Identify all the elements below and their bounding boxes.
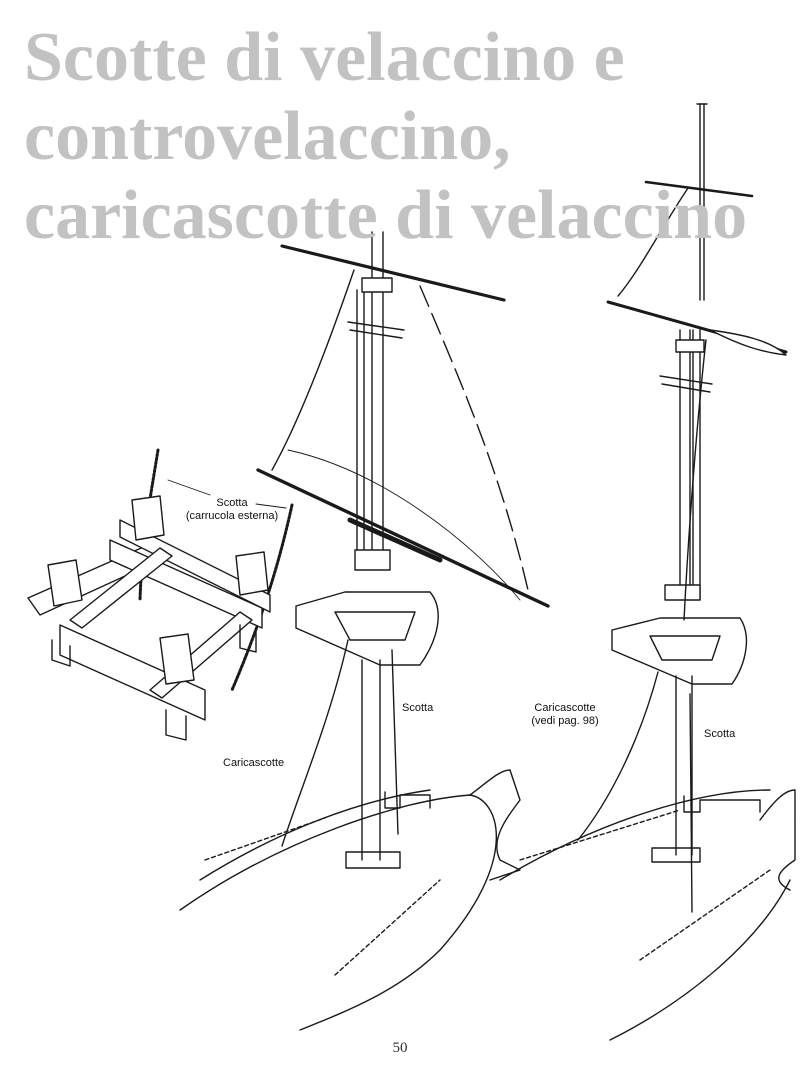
right-mast-drawing	[499, 103, 796, 1041]
page-title: Scotte di velaccino e controvelaccino, c…	[24, 18, 747, 255]
left-mast-drawing	[179, 231, 550, 1031]
left-caricascotte-label: Caricascotte	[223, 757, 285, 769]
right-caricascotte-label: Caricascotte (vedi pag. 98)	[531, 702, 599, 727]
detail-scotta-label: Scotta (carrucola esterna)	[185, 497, 279, 522]
left-scotta-label: Scotta	[402, 702, 434, 714]
title-line-2: controvelaccino,	[24, 98, 511, 175]
detail-scotta-note: (carrucola esterna)	[185, 510, 279, 522]
title-line-3: caricascotte di velaccino	[24, 177, 748, 254]
right-scotta-label: Scotta	[704, 728, 736, 740]
right-caricascotte-note: (vedi pag. 98)	[531, 715, 599, 727]
title-line-1: Scotte di velaccino e	[24, 19, 625, 96]
page-number: 50	[392, 1040, 408, 1056]
crosstree-detail-drawing	[27, 448, 294, 741]
